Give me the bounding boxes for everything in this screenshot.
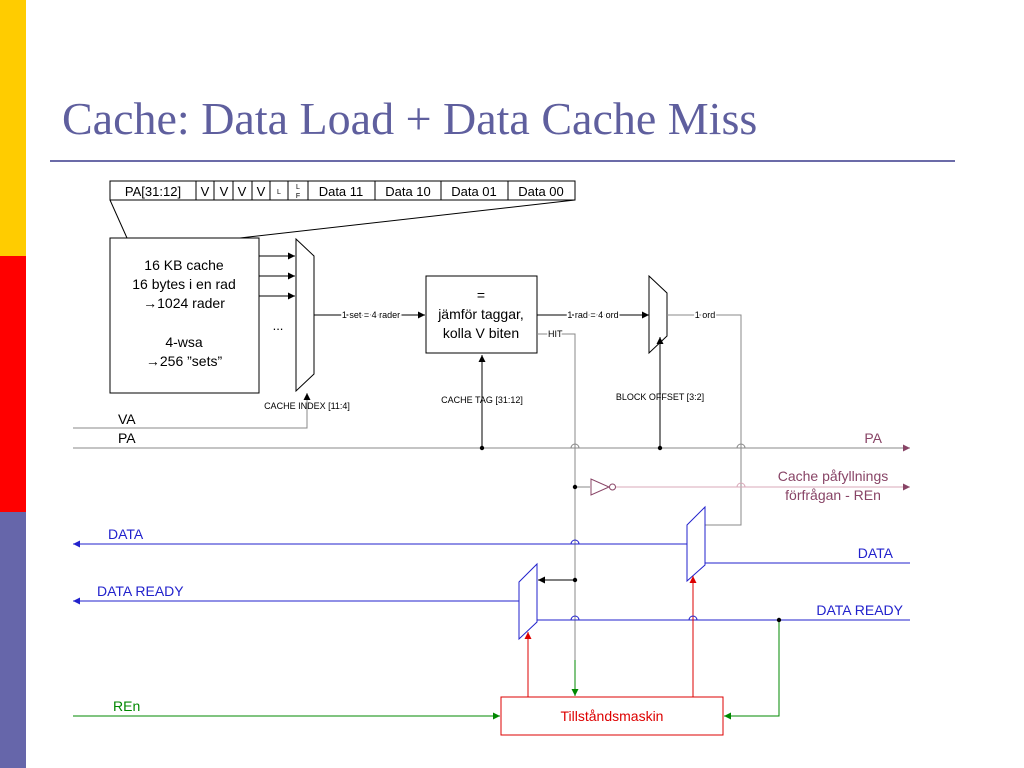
label-data-ready-left: DATA READY bbox=[97, 583, 184, 599]
field-data-11: Data 11 bbox=[319, 184, 364, 199]
way-arrows bbox=[259, 252, 295, 300]
compare-box-line-1: = bbox=[477, 287, 485, 303]
field-v3: V bbox=[238, 184, 247, 199]
label-refill-line-2: förfrågan - REn bbox=[785, 487, 881, 503]
compare-box: = jämför taggar, kolla V biten bbox=[425, 275, 538, 354]
accent-bar-yellow bbox=[0, 0, 26, 256]
label-data-right: DATA bbox=[858, 545, 894, 561]
field-pa: PA[31:12] bbox=[125, 184, 181, 199]
zoom-line-right bbox=[239, 199, 576, 239]
label-va: VA bbox=[118, 411, 136, 427]
set-mux bbox=[295, 237, 315, 393]
cache-box-line-3: →1024 rader bbox=[143, 295, 225, 311]
label-data-ready-right: DATA READY bbox=[816, 602, 903, 618]
wire-crossings bbox=[570, 443, 746, 621]
label-cache-tag: CACHE TAG [31:12] bbox=[441, 395, 523, 405]
slide-title: Cache: Data Load + Data Cache Miss bbox=[62, 93, 758, 144]
field-data-01: Data 01 bbox=[451, 184, 497, 199]
junction-hit-inverter bbox=[572, 484, 578, 490]
cache-box-line-6: →256 ”sets” bbox=[146, 353, 223, 369]
cache-box: 16 KB cache 16 bytes i en rad →1024 rade… bbox=[109, 237, 284, 394]
junction-hit-data-ready bbox=[572, 577, 578, 583]
label-cache-index: CACHE INDEX [11:4] bbox=[264, 401, 350, 411]
field-lf-top: L bbox=[296, 184, 300, 191]
inverter-bubble bbox=[609, 483, 616, 491]
field-l: L bbox=[277, 189, 281, 196]
label-ren: REn bbox=[113, 698, 140, 714]
label-pa-left: PA bbox=[118, 430, 136, 446]
junction-pa-offset bbox=[657, 445, 663, 451]
one-word-wire bbox=[667, 314, 742, 526]
label-one-word: 1 ord bbox=[695, 310, 716, 320]
data-ready-mux bbox=[518, 562, 538, 641]
label-refill-line-1: Cache påfyllnings bbox=[778, 468, 889, 484]
accent-bar-purple bbox=[0, 512, 26, 768]
field-v4: V bbox=[257, 184, 266, 199]
state-machine-box bbox=[500, 696, 724, 736]
word-mux bbox=[648, 274, 668, 355]
field-data-00: Data 00 bbox=[518, 184, 564, 199]
label-set-rows: 1 set = 4 rader bbox=[342, 310, 400, 320]
compare-box-line-2: jämför taggar, bbox=[437, 306, 524, 322]
va-bus bbox=[73, 393, 311, 429]
cache-box-line-2: 16 bytes i en rad bbox=[132, 276, 236, 292]
label-state-machine: Tillståndsmaskin bbox=[561, 708, 664, 724]
label-pa-right: PA bbox=[864, 430, 882, 446]
field-v2: V bbox=[220, 184, 229, 199]
accent-bar-red bbox=[0, 256, 26, 512]
field-v1: V bbox=[201, 184, 210, 199]
cache-box-dots: ... bbox=[273, 318, 284, 333]
hit-wire bbox=[537, 333, 576, 690]
field-lf-bottom: F bbox=[296, 193, 300, 200]
cache-line-format: PA[31:12] V V V V L L F Data 11 Data 10 … bbox=[109, 180, 576, 201]
data-ready-to-fsm-wire bbox=[724, 620, 780, 720]
zoom-line-left bbox=[109, 199, 128, 239]
cache-box-line-5: 4-wsa bbox=[165, 334, 203, 350]
inverter-gate bbox=[590, 478, 611, 496]
label-hit: HIT bbox=[548, 329, 563, 339]
title-rule bbox=[50, 160, 955, 162]
label-block-offset: BLOCK OFFSET [3:2] bbox=[616, 392, 704, 402]
junction-pa-tag bbox=[479, 445, 485, 451]
cache-box-line-1: 16 KB cache bbox=[144, 257, 224, 273]
junction-data-ready-fsm bbox=[776, 617, 782, 623]
label-data-left: DATA bbox=[108, 526, 144, 542]
data-mux bbox=[686, 505, 706, 583]
compare-box-line-3: kolla V biten bbox=[443, 325, 519, 341]
field-data-10: Data 10 bbox=[385, 184, 431, 199]
label-row-words: 1 rad = 4 ord bbox=[567, 310, 618, 320]
